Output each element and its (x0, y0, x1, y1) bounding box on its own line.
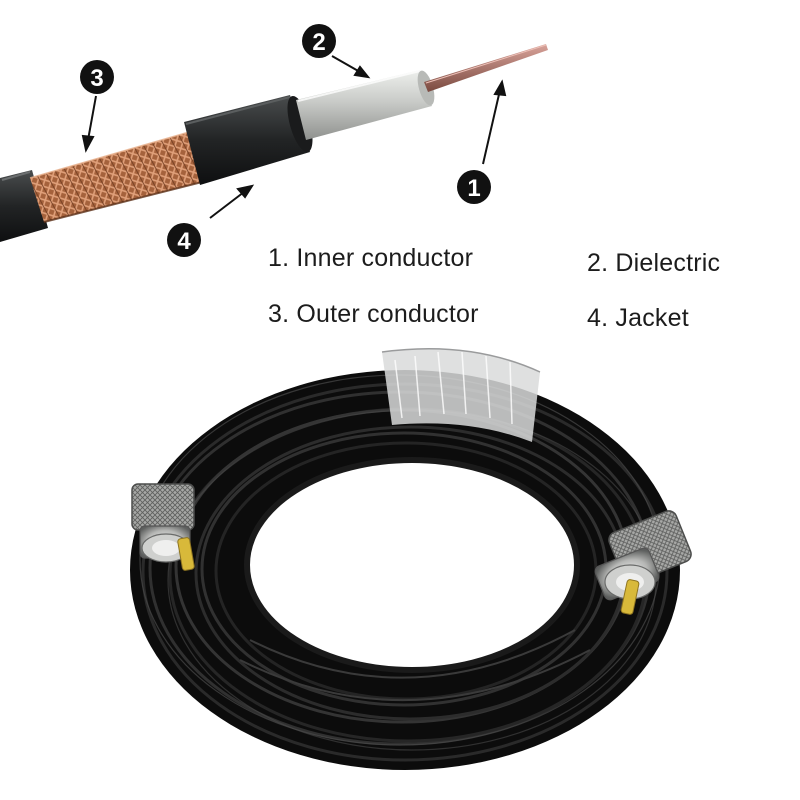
callout-badge-4: 4 (167, 223, 201, 257)
left-pl259-connector (131, 483, 195, 571)
callout-badge-1: 1 (457, 170, 491, 204)
cable-cutaway (0, 44, 548, 242)
callout-badge-3: 3 (80, 60, 114, 94)
callout-number-4: 4 (177, 228, 191, 255)
callout-number-3: 3 (90, 65, 103, 92)
legend-outer-conductor: 3. Outer conductor (268, 300, 479, 328)
jacket-sleeve (184, 95, 313, 185)
arrow-2 (331, 55, 371, 79)
legend-jacket: 4. Jacket (587, 304, 689, 332)
legend-inner-conductor: 1. Inner conductor (268, 244, 474, 272)
inner-conductor-wire (424, 44, 548, 92)
arrow-4 (209, 184, 255, 219)
coil-center-hole (247, 460, 577, 670)
plastic-tape-wrap (381, 348, 541, 442)
outer-conductor-braid (29, 129, 211, 223)
legend-dielectric: 2. Dielectric (587, 249, 721, 277)
callout-number-1: 1 (467, 175, 480, 202)
coiled-cable (130, 348, 692, 770)
arrow-1 (482, 79, 507, 165)
right-pl259-connector (594, 510, 692, 615)
callout-arrows (81, 55, 507, 219)
arrow-3 (81, 95, 97, 153)
callout-number-2: 2 (312, 29, 325, 56)
callout-badge-2: 2 (302, 24, 336, 58)
dielectric-sleeve (296, 70, 435, 140)
